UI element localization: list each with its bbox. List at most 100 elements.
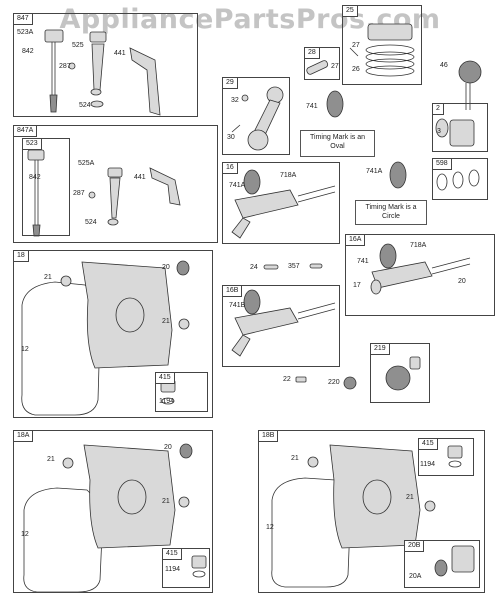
crankshaft-16 <box>231 169 336 239</box>
connecting-rod-29 <box>231 86 284 151</box>
box-847: 847 <box>13 13 198 117</box>
box-20b: 20B <box>404 540 480 588</box>
dowel-pins <box>263 263 323 270</box>
part-label[interactable]: 21 <box>406 494 414 501</box>
crankshaft-16a <box>370 243 471 295</box>
timing-gear-741a <box>389 161 407 189</box>
part-label[interactable]: 524 <box>79 102 91 109</box>
part-label[interactable]: 27 <box>331 63 339 70</box>
part-label[interactable]: 21 <box>291 455 299 462</box>
box-25: 25 <box>342 5 422 85</box>
part-label-22[interactable]: 22 <box>283 376 291 383</box>
part-label[interactable]: 21 <box>47 456 55 463</box>
box-tag: 523 <box>22 138 42 150</box>
box-tag: 415 <box>155 372 175 384</box>
timing-note-oval: Timing Mark is an Oval <box>300 130 375 157</box>
part-label[interactable]: 287 <box>73 190 85 197</box>
governor-gear-219 <box>385 356 421 391</box>
part-label[interactable]: 21 <box>162 498 170 505</box>
part-label[interactable]: 32 <box>231 97 239 104</box>
box-tag: 16B <box>222 285 243 297</box>
part-label[interactable]: 21 <box>44 274 52 281</box>
timing-note-circle: Timing Mark is a Circle <box>355 200 427 225</box>
bolt-and-seal <box>295 376 357 390</box>
cylinder-sleeve-2 <box>435 118 475 147</box>
box-18b: 18B <box>258 430 485 593</box>
part-label[interactable]: 12 <box>21 531 29 538</box>
box-tag: 18A <box>13 430 34 442</box>
box-tag: 16 <box>222 162 238 174</box>
box-tag: 2 <box>432 103 444 115</box>
wrist-pin-28 <box>306 60 329 75</box>
part-label[interactable]: 17 <box>353 282 361 289</box>
part-label[interactable]: 27 <box>352 42 360 49</box>
part-label-741[interactable]: 741 <box>306 103 318 110</box>
box-219: 219 <box>370 343 430 403</box>
dipstick-assembly-847 <box>44 29 161 116</box>
box-tag: 18B <box>258 430 279 442</box>
box-tag: 25 <box>342 5 358 17</box>
part-label[interactable]: 718A <box>410 242 427 249</box>
box-tag: 847 <box>13 13 33 25</box>
part-label[interactable]: 30 <box>227 134 235 141</box>
washer-kit-598 <box>436 169 480 191</box>
box-18a: 18A <box>13 430 213 593</box>
part-label[interactable]: 12 <box>21 346 29 353</box>
part-label[interactable]: 741A <box>229 182 246 189</box>
part-label[interactable]: 20 <box>164 444 172 451</box>
box-tag: 29 <box>222 77 238 89</box>
note-text: Timing Mark is a Circle <box>365 204 417 220</box>
part-label[interactable]: 20A <box>409 573 422 580</box>
part-label[interactable]: 718A <box>280 172 297 179</box>
part-label[interactable]: 21 <box>162 318 170 325</box>
part-label[interactable]: 441 <box>114 50 126 57</box>
box-415-b: 415 <box>162 548 210 588</box>
box-tag: 16A <box>345 234 366 246</box>
part-label[interactable]: 26 <box>352 66 360 73</box>
part-label[interactable]: 523A <box>17 29 34 36</box>
box-847a: 847A <box>13 125 218 243</box>
part-label[interactable]: 525 <box>72 42 84 49</box>
box-tag: 415 <box>418 438 438 450</box>
crankcase-cover-18b <box>271 444 475 588</box>
part-label-24[interactable]: 24 <box>250 264 258 271</box>
part-label[interactable]: 3 <box>437 128 441 135</box>
part-label[interactable]: 1194 <box>420 461 436 468</box>
piston-25 <box>349 23 415 77</box>
note-text: Timing Mark is an Oval <box>310 134 365 150</box>
box-598: 598 <box>432 158 488 200</box>
part-label-741a[interactable]: 741A <box>366 168 383 175</box>
box-16b: 16B <box>222 285 340 367</box>
part-label[interactable]: 842 <box>22 48 34 55</box>
box-2: 2 <box>432 103 488 152</box>
box-28: 28 <box>304 47 340 80</box>
part-label[interactable]: 287 <box>59 63 71 70</box>
crankcase-cover-18a <box>23 443 207 593</box>
timing-gear-741 <box>326 90 344 118</box>
part-label[interactable]: 741B <box>229 302 246 309</box>
part-label-220[interactable]: 220 <box>328 379 340 386</box>
part-label-357[interactable]: 357 <box>288 263 300 270</box>
crankshaft-16b <box>231 289 336 357</box>
box-tag: 415 <box>162 548 182 560</box>
box-16: 16 <box>222 162 340 244</box>
part-label[interactable]: 842 <box>29 174 41 181</box>
box-18: 18 <box>13 250 213 418</box>
box-29: 29 <box>222 77 290 155</box>
part-label[interactable]: 20 <box>162 264 170 271</box>
box-tag: 847A <box>13 125 38 137</box>
box-523-inner: 523 <box>22 138 70 236</box>
governor-gear-46 <box>458 60 482 110</box>
part-label[interactable]: 1194 <box>159 398 175 405</box>
part-label[interactable]: 20 <box>458 278 466 285</box>
part-label[interactable]: 1194 <box>165 566 181 573</box>
box-tag: 18 <box>13 250 29 262</box>
part-label[interactable]: 441 <box>134 174 146 181</box>
part-label-46[interactable]: 46 <box>440 62 448 69</box>
part-label[interactable]: 524 <box>85 219 97 226</box>
part-label[interactable]: 525A <box>78 160 95 167</box>
part-label[interactable]: 741 <box>357 258 369 265</box>
box-tag: 20B <box>404 540 425 552</box>
part-label[interactable]: 12 <box>266 524 274 531</box>
